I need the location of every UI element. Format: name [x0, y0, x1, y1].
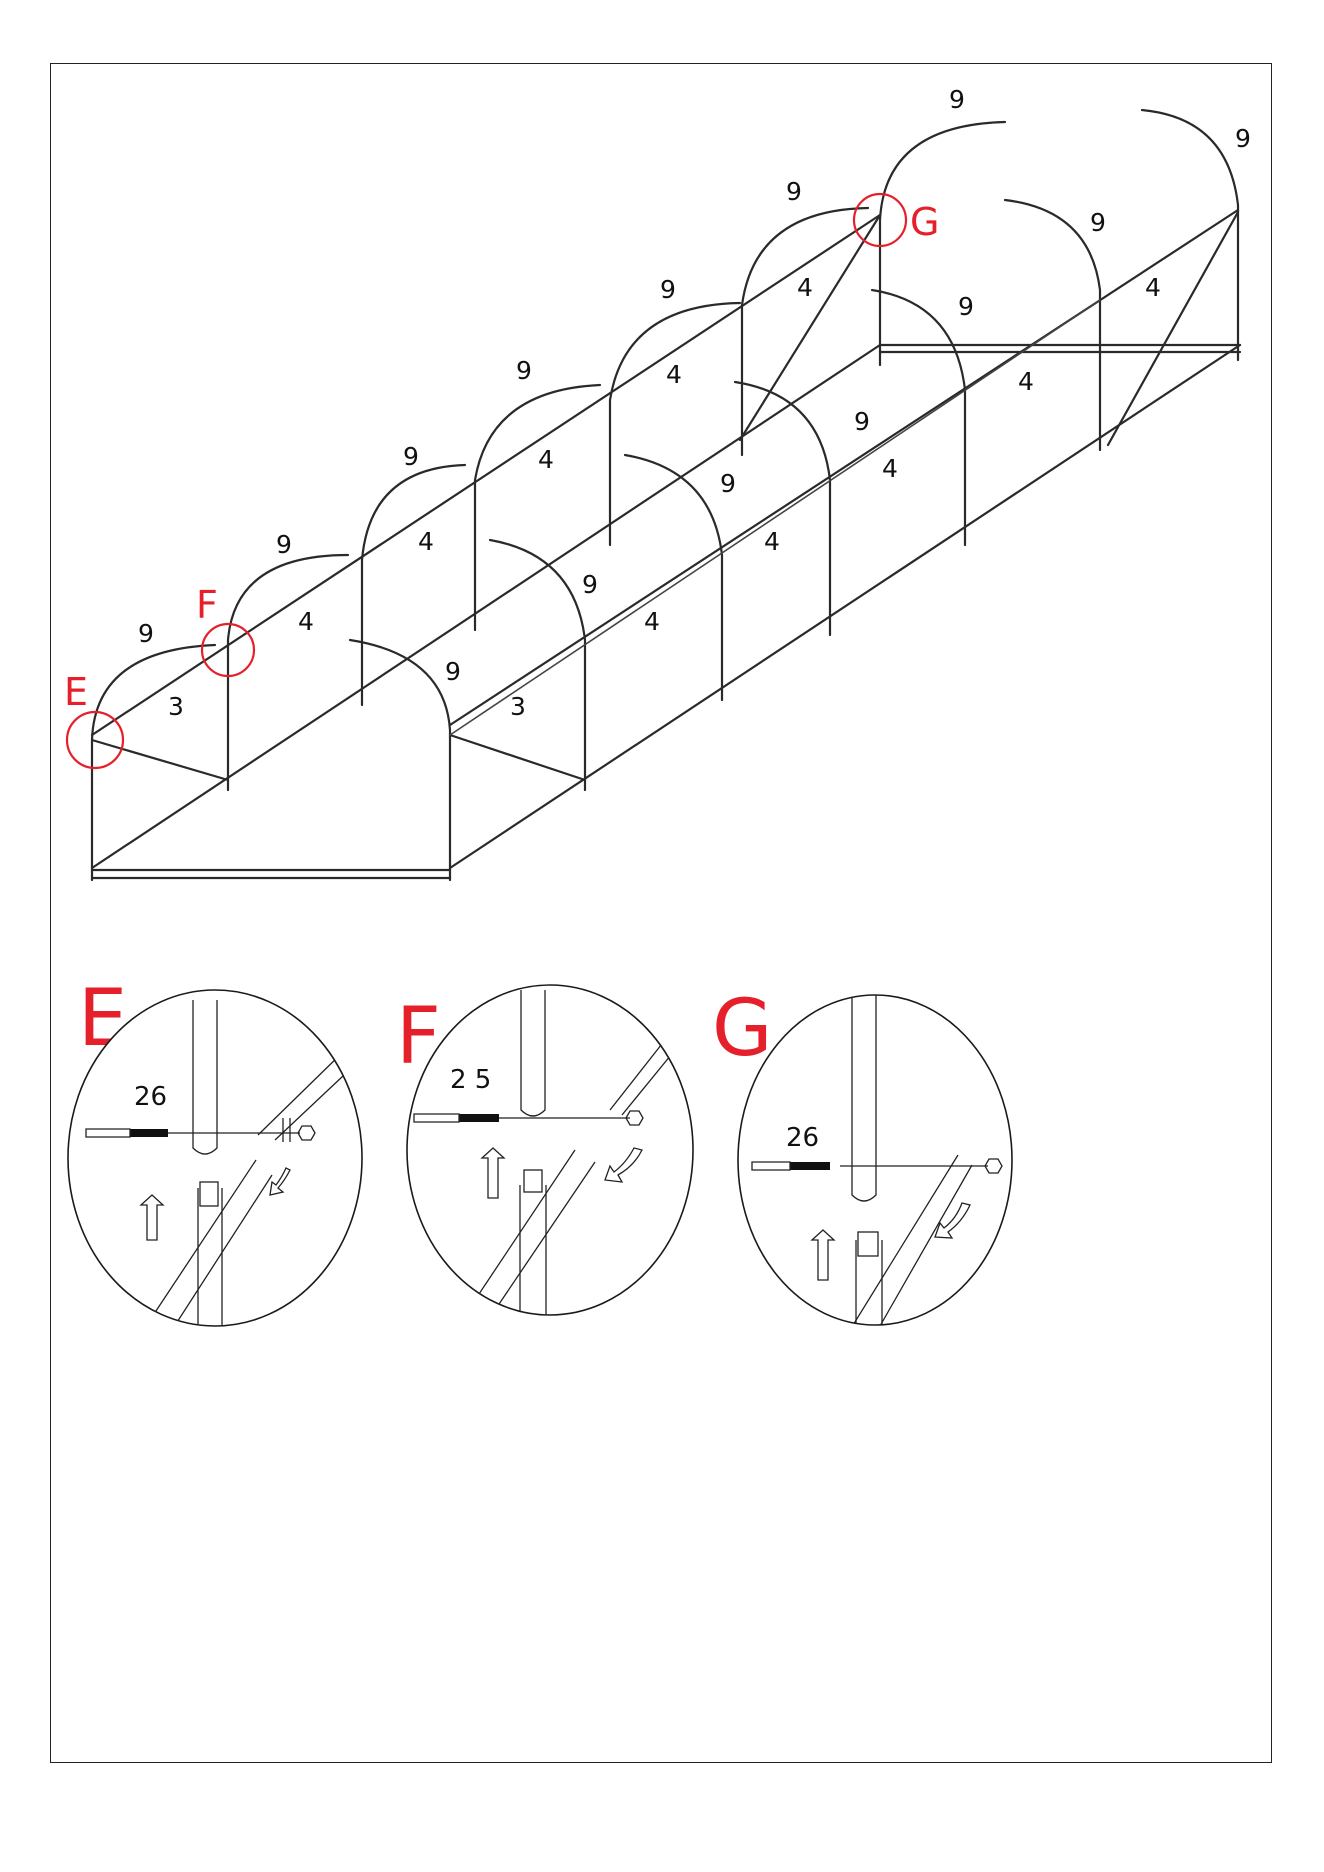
label-long-bar: 4	[1018, 367, 1034, 396]
label-arch: 9	[854, 407, 870, 436]
callout-f: F	[196, 583, 218, 627]
callout-g: G	[910, 200, 939, 244]
callout-e: E	[64, 670, 88, 714]
arch-right-7	[1142, 110, 1238, 360]
label-arch: 9	[516, 356, 532, 385]
label-arch: 9	[1235, 124, 1251, 153]
end-cross-bar-front-left	[92, 740, 228, 780]
label-long-bar: 4	[298, 607, 314, 636]
label-arch: 9	[720, 469, 736, 498]
label-arch: 9	[660, 275, 676, 304]
label-arch: 9	[445, 657, 461, 686]
ridge-bar-left	[92, 215, 880, 735]
long-bar-right-base	[450, 345, 1240, 868]
label-arch: 9	[582, 570, 598, 599]
end-cross-bar-front-right	[450, 735, 585, 780]
label-long-bar: 4	[797, 273, 813, 302]
label-long-bar: 4	[418, 527, 434, 556]
middle-long-bar	[450, 300, 1100, 735]
label-arch: 9	[958, 292, 974, 321]
greenhouse-frame-diagram: E F G 9 9 9 9 9 9 9 9 9 9 9 9 9 9 4 4 4 …	[0, 0, 1324, 960]
diagonal-brace-right	[1108, 212, 1238, 445]
label-arch: 9	[949, 85, 965, 114]
arch-left-2	[228, 555, 348, 790]
arch-left-5	[610, 303, 740, 545]
arch-right-1	[350, 640, 450, 880]
arch-right-6	[1005, 200, 1100, 450]
label-arch: 9	[276, 530, 292, 559]
label-long-bar: 4	[538, 445, 554, 474]
label-long-bar: 4	[1145, 273, 1161, 302]
label-end-bar: 3	[168, 692, 184, 721]
label-long-bar: 4	[882, 454, 898, 483]
label-arch: 9	[138, 619, 154, 648]
label-arch: 9	[786, 177, 802, 206]
label-long-bar: 4	[666, 360, 682, 389]
ridge-bar-right	[450, 210, 1238, 725]
arch-right-3	[625, 455, 722, 700]
label-arch: 9	[1090, 208, 1106, 237]
label-end-bar: 3	[510, 692, 526, 721]
label-arch: 9	[403, 442, 419, 471]
label-long-bar: 4	[764, 527, 780, 556]
label-long-bar: 4	[644, 607, 660, 636]
